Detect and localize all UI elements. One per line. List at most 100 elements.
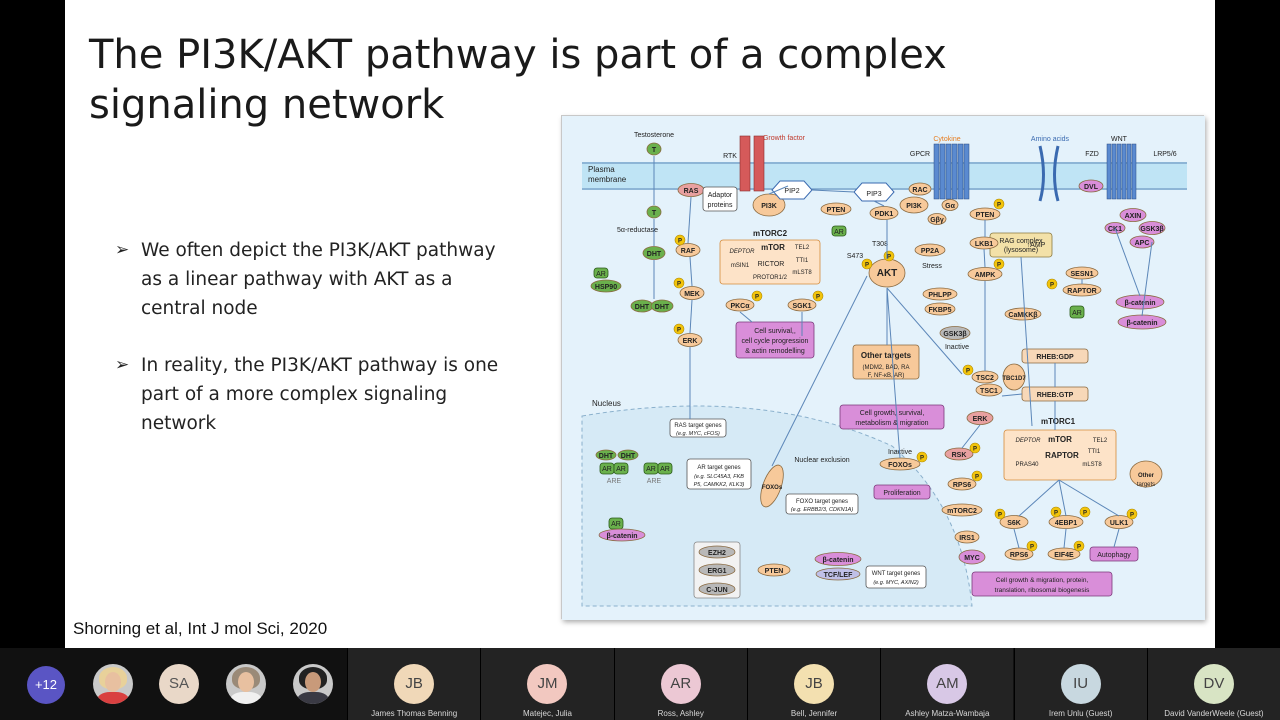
growth-factor-label: Growth factor (763, 135, 806, 142)
apc-node (1129, 235, 1155, 249)
fzd-helix (1106, 143, 1112, 200)
outcome-label: metabolism & migration (855, 420, 928, 427)
arrow-bullet-icon: ➢ (115, 240, 130, 260)
diagram-label: PI3K (761, 203, 777, 210)
amp-label: ↑AMP (1027, 242, 1046, 249)
fzd-helix (1116, 143, 1122, 200)
diagram-label: MYC (964, 555, 980, 562)
phospho-marker (916, 451, 928, 463)
citation: Shorning et al, Int J mol Sci, 2020 (73, 619, 328, 638)
autophagy-label: Autophagy (1097, 552, 1131, 559)
gene-target-label: (e.g. SLC45A3, FKB (694, 474, 744, 480)
diagram-label: PTEN (976, 212, 995, 219)
ar-box (613, 462, 629, 475)
testosterone-node (646, 142, 662, 156)
phospho-marker (1073, 540, 1085, 552)
diagram-label: RPS6 (953, 482, 971, 489)
gene-target-label: FOXO target genes (796, 499, 848, 505)
gpcr-helix (939, 143, 946, 200)
diagram-label: RAF (681, 248, 696, 255)
pten-node (820, 202, 852, 216)
diagram-label: 4EBP1 (1055, 520, 1077, 527)
irs1-node (954, 530, 980, 544)
diagram-label: MEK (684, 291, 700, 298)
other-targets-list: (MDM2, BAD, RA (862, 365, 909, 371)
phlpp-node (922, 287, 958, 301)
participant-initials-avatar: AR (660, 664, 701, 704)
diagram-label: ULK1 (1110, 520, 1128, 527)
rtk-receptor (753, 135, 765, 192)
pathway-arrow (768, 185, 789, 195)
nucleus-label: Nucleus (592, 399, 621, 408)
proliferation-label: Proliferation (883, 490, 920, 497)
diagram-label: β-catenin (1124, 300, 1155, 307)
bullet-list: ➢ We often depict the PI3K/AKT pathway a… (115, 236, 515, 466)
phospho-marker (673, 277, 685, 289)
pathway-arrow (771, 275, 868, 467)
rtk-receptor (739, 135, 751, 192)
phospho-marker (993, 198, 1005, 210)
participant-photo-avatar[interactable] (226, 664, 266, 704)
rheb-label: RHEB:GTP (1037, 392, 1074, 399)
phospho-marker (673, 323, 685, 335)
pathway-arrow (739, 311, 753, 323)
wnt-label: WNT (1111, 136, 1128, 143)
diagram-label: GSK3β (1140, 226, 1164, 233)
diagram-label: IRS1 (959, 535, 975, 542)
outcome-label: cell cycle progression (742, 338, 809, 345)
testosterone-node (646, 205, 662, 219)
mtorc1-component: DEPTOR (1016, 438, 1042, 444)
diagram-label: LKB1 (975, 241, 993, 248)
pp2a-node (914, 243, 946, 257)
ar-box (657, 462, 673, 475)
diagram-label: AMPK (975, 272, 996, 279)
gene-target-label: WNT target genes (872, 571, 921, 577)
phospho-label: P (865, 263, 869, 269)
diagram-label: ERG1 (707, 568, 726, 575)
gpcr-helix (933, 143, 940, 200)
pathway-arrow (1058, 479, 1120, 517)
beta-catenin-node (814, 552, 862, 566)
participant-photo-avatar[interactable] (93, 664, 133, 704)
participant-initials-avatar: IU (1060, 664, 1101, 704)
rsk-node (944, 447, 974, 461)
other-targets-box (852, 344, 920, 380)
phospho-marker (962, 364, 974, 376)
gpcr-helix (963, 143, 970, 200)
bullet-item: ➢ We often depict the PI3K/AKT pathway a… (115, 236, 515, 323)
phospho-label: P (678, 239, 682, 245)
tbc1d7-node (1002, 363, 1026, 391)
ar-target-box (686, 458, 752, 490)
diagram-label: SESN1 (1071, 271, 1094, 278)
more-participants-button[interactable]: +12 (27, 666, 65, 704)
phospho-label: P (966, 369, 970, 375)
avatar-body (97, 692, 129, 704)
participant-photo-avatar[interactable] (293, 664, 333, 704)
diagram-label: HSP90 (595, 284, 617, 291)
mtorc1-complex (1003, 429, 1117, 481)
pten-node (757, 563, 791, 577)
diagram-label: PTEN (765, 568, 784, 575)
avatar-body (297, 692, 329, 704)
ar-box (831, 225, 847, 237)
diagram-label: DHT (635, 304, 650, 311)
bullet-item: ➢ In reality, the PI3K/AKT pathway is on… (115, 351, 515, 438)
pkca-node (725, 298, 755, 312)
participant-initials-avatar[interactable]: SA (159, 664, 199, 704)
gsk3b-node (1138, 221, 1166, 235)
participant-name: Ashley Matza-Wambaja (905, 709, 990, 718)
mtorc1-component: mTOR (1048, 435, 1072, 444)
pathway-arrow (886, 287, 963, 375)
are-label: ARE (607, 478, 622, 485)
outcome-label: Cell survival,, (754, 328, 796, 335)
axin-node (1119, 208, 1147, 222)
gpcr-helix (945, 143, 952, 200)
diagram-label: T (652, 147, 657, 154)
